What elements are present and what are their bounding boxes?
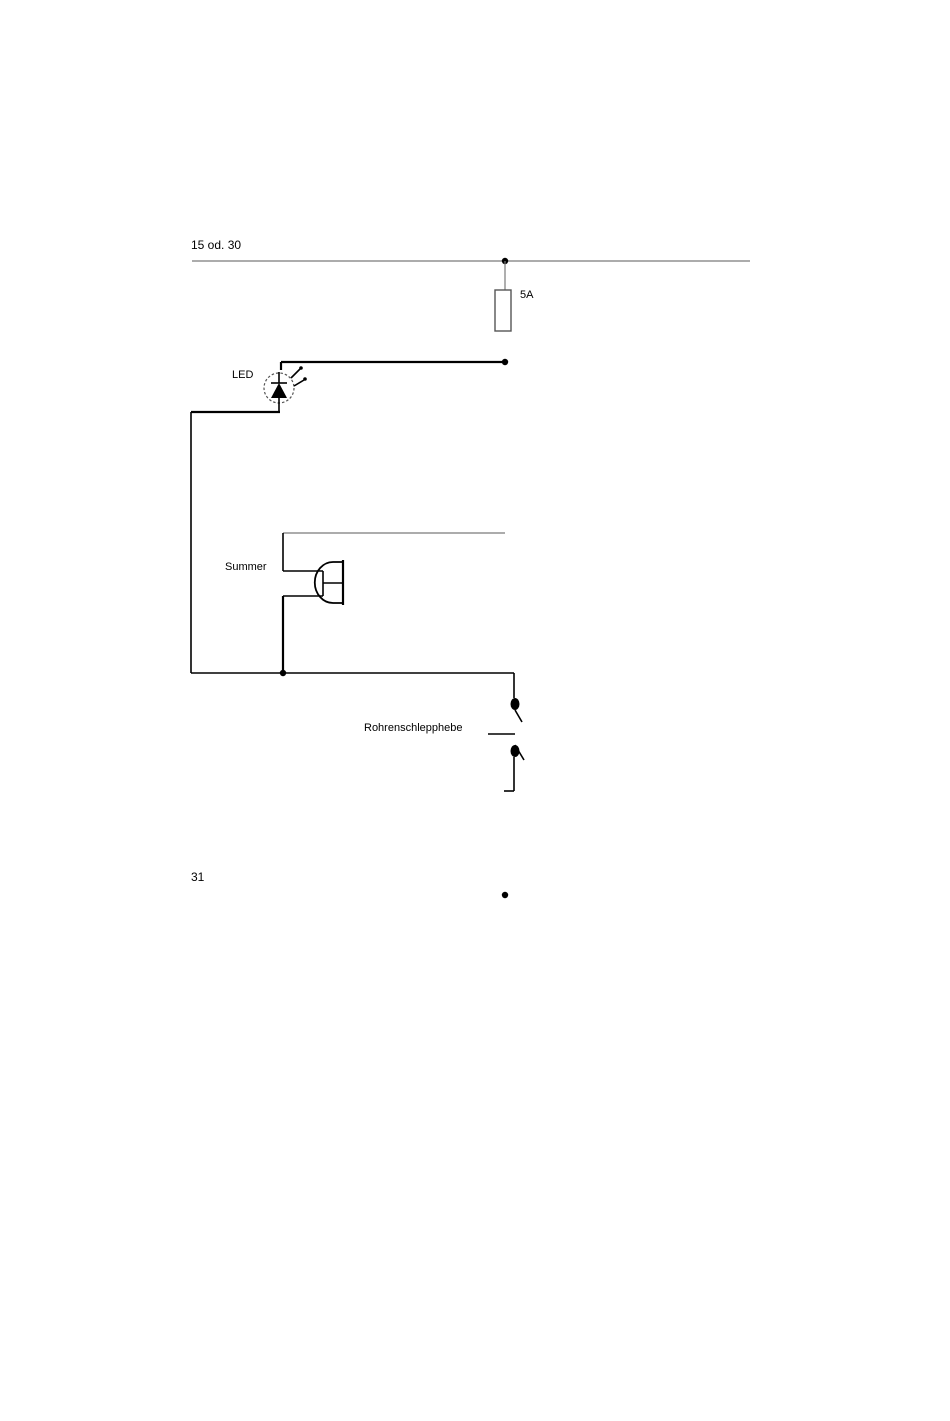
led-symbol: LED bbox=[232, 366, 307, 412]
buzzer-branch bbox=[283, 533, 505, 673]
tube-switch: Rohrenschlepphebe bbox=[364, 698, 524, 791]
fuse: 5A bbox=[495, 261, 534, 331]
buzzer-label: Summer bbox=[225, 561, 267, 573]
led-return-wire bbox=[191, 412, 280, 673]
bottom-rail: 31 bbox=[191, 870, 508, 898]
led-feed-wire bbox=[281, 359, 508, 370]
bottom-rail-label: 31 bbox=[191, 870, 205, 884]
top-rail: 15 od. 30 bbox=[191, 238, 750, 264]
top-rail-label: 15 od. 30 bbox=[191, 238, 241, 252]
common-wire bbox=[191, 670, 514, 698]
switch-label: Rohrenschlepphebe bbox=[364, 722, 462, 734]
led-label: LED bbox=[232, 369, 253, 381]
fuse-label: 5A bbox=[520, 289, 534, 301]
